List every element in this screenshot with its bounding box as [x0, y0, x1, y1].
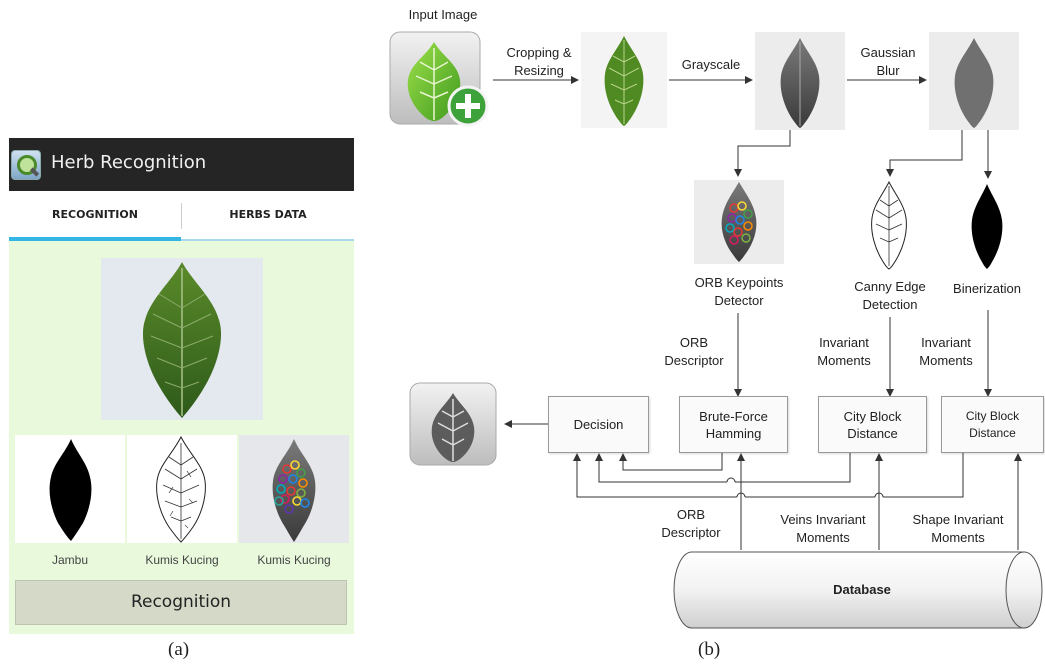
city-block-box-veins: City Block Distance: [818, 396, 927, 453]
tab-indicator: [9, 237, 181, 241]
tab-divider: [181, 203, 182, 229]
result-leaf-icon: [408, 381, 498, 467]
city-block-label-1: City Block: [843, 408, 902, 424]
app-title: Herb Recognition: [51, 152, 207, 173]
decision-box: Decision: [548, 396, 649, 453]
tab-recognition[interactable]: RECOGNITION: [52, 208, 138, 221]
phone-screen: Herb Recognition RECOGNITION HERBS DATA: [9, 138, 354, 634]
canny-edge-image: [858, 180, 920, 270]
recognition-button[interactable]: Recognition: [15, 580, 347, 625]
db-orb-label-1: ORB: [676, 507, 706, 522]
add-image-icon[interactable]: [388, 30, 494, 130]
brute-force-label-1: Brute-Force: [699, 408, 768, 424]
city-block-label-2: Distance: [847, 425, 898, 441]
magnifier-leaf-icon: [11, 150, 41, 180]
db-shape-label-2: Moments: [931, 530, 985, 545]
input-leaf-image: [101, 258, 263, 420]
decision-label: Decision: [573, 417, 624, 432]
grayscale-leaf-image: [755, 32, 845, 130]
city-block-label-2: Distance: [969, 425, 1016, 440]
tab-bar: RECOGNITION HERBS DATA: [9, 191, 354, 241]
binerization-label: Binerization: [953, 281, 1021, 296]
canny-label-1: Canny Edge: [854, 279, 926, 294]
orb-keypoints-image: [694, 180, 784, 264]
edge-label-grayscale: Grayscale: [681, 57, 741, 72]
binary-leaf-thumbnail[interactable]: [15, 435, 125, 543]
edge-leaf-thumbnail[interactable]: [127, 435, 237, 543]
orb-detector-label-1: ORB Keypoints: [694, 275, 784, 290]
orb-detector-label-2: Detector: [714, 293, 764, 308]
recognition-panel: Jambu Kumis Kucing Kumis Kucing Recognit…: [9, 241, 354, 634]
subcaption-a: (a): [168, 639, 190, 660]
tab-herbs-data[interactable]: HERBS DATA: [229, 208, 307, 221]
thumbnail-caption: Kumis Kucing: [145, 553, 219, 567]
edge-label-blur: Blur: [876, 63, 900, 78]
orb-descriptor-label-2: Descriptor: [664, 353, 724, 368]
db-orb-label-2: Descriptor: [661, 525, 721, 540]
subcaption-b: (b): [698, 639, 721, 660]
keypoints-leaf-thumbnail[interactable]: [239, 435, 349, 543]
edge-label-gaussian: Gaussian: [860, 45, 916, 60]
db-veins-label-1: Veins Invariant: [780, 512, 866, 527]
db-shape-label-1: Shape Invariant: [912, 512, 1004, 527]
invariant-moments-label-1: Invariant: [819, 335, 869, 350]
db-veins-label-2: Moments: [796, 530, 850, 545]
edge-label-cropping: Cropping &: [506, 45, 572, 60]
blurred-leaf-image: [929, 32, 1019, 130]
city-block-box-shape: City Block Distance: [941, 396, 1044, 453]
resized-leaf-image: [581, 32, 667, 128]
canny-label-2: Detection: [862, 297, 918, 312]
invariant-moments-label-2: Moments: [919, 353, 973, 368]
action-bar: Herb Recognition: [9, 138, 354, 191]
invariant-moments-label-2: Moments: [817, 353, 871, 368]
thumbnail-caption: Jambu: [51, 553, 89, 567]
database-cylinder: [672, 550, 1044, 630]
brute-force-box: Brute-Force Hamming: [679, 396, 788, 453]
thumbnail-caption: Kumis Kucing: [257, 553, 331, 567]
invariant-moments-label-1: Invariant: [921, 335, 971, 350]
binary-leaf-image: [960, 182, 1014, 270]
edge-label-resizing: Resizing: [514, 63, 564, 78]
brute-force-label-2: Hamming: [705, 425, 762, 441]
input-image-label: Input Image: [408, 7, 478, 22]
database-label: Database: [833, 582, 891, 597]
city-block-label-1: City Block: [965, 408, 1020, 423]
orb-descriptor-label-1: ORB: [679, 335, 709, 350]
